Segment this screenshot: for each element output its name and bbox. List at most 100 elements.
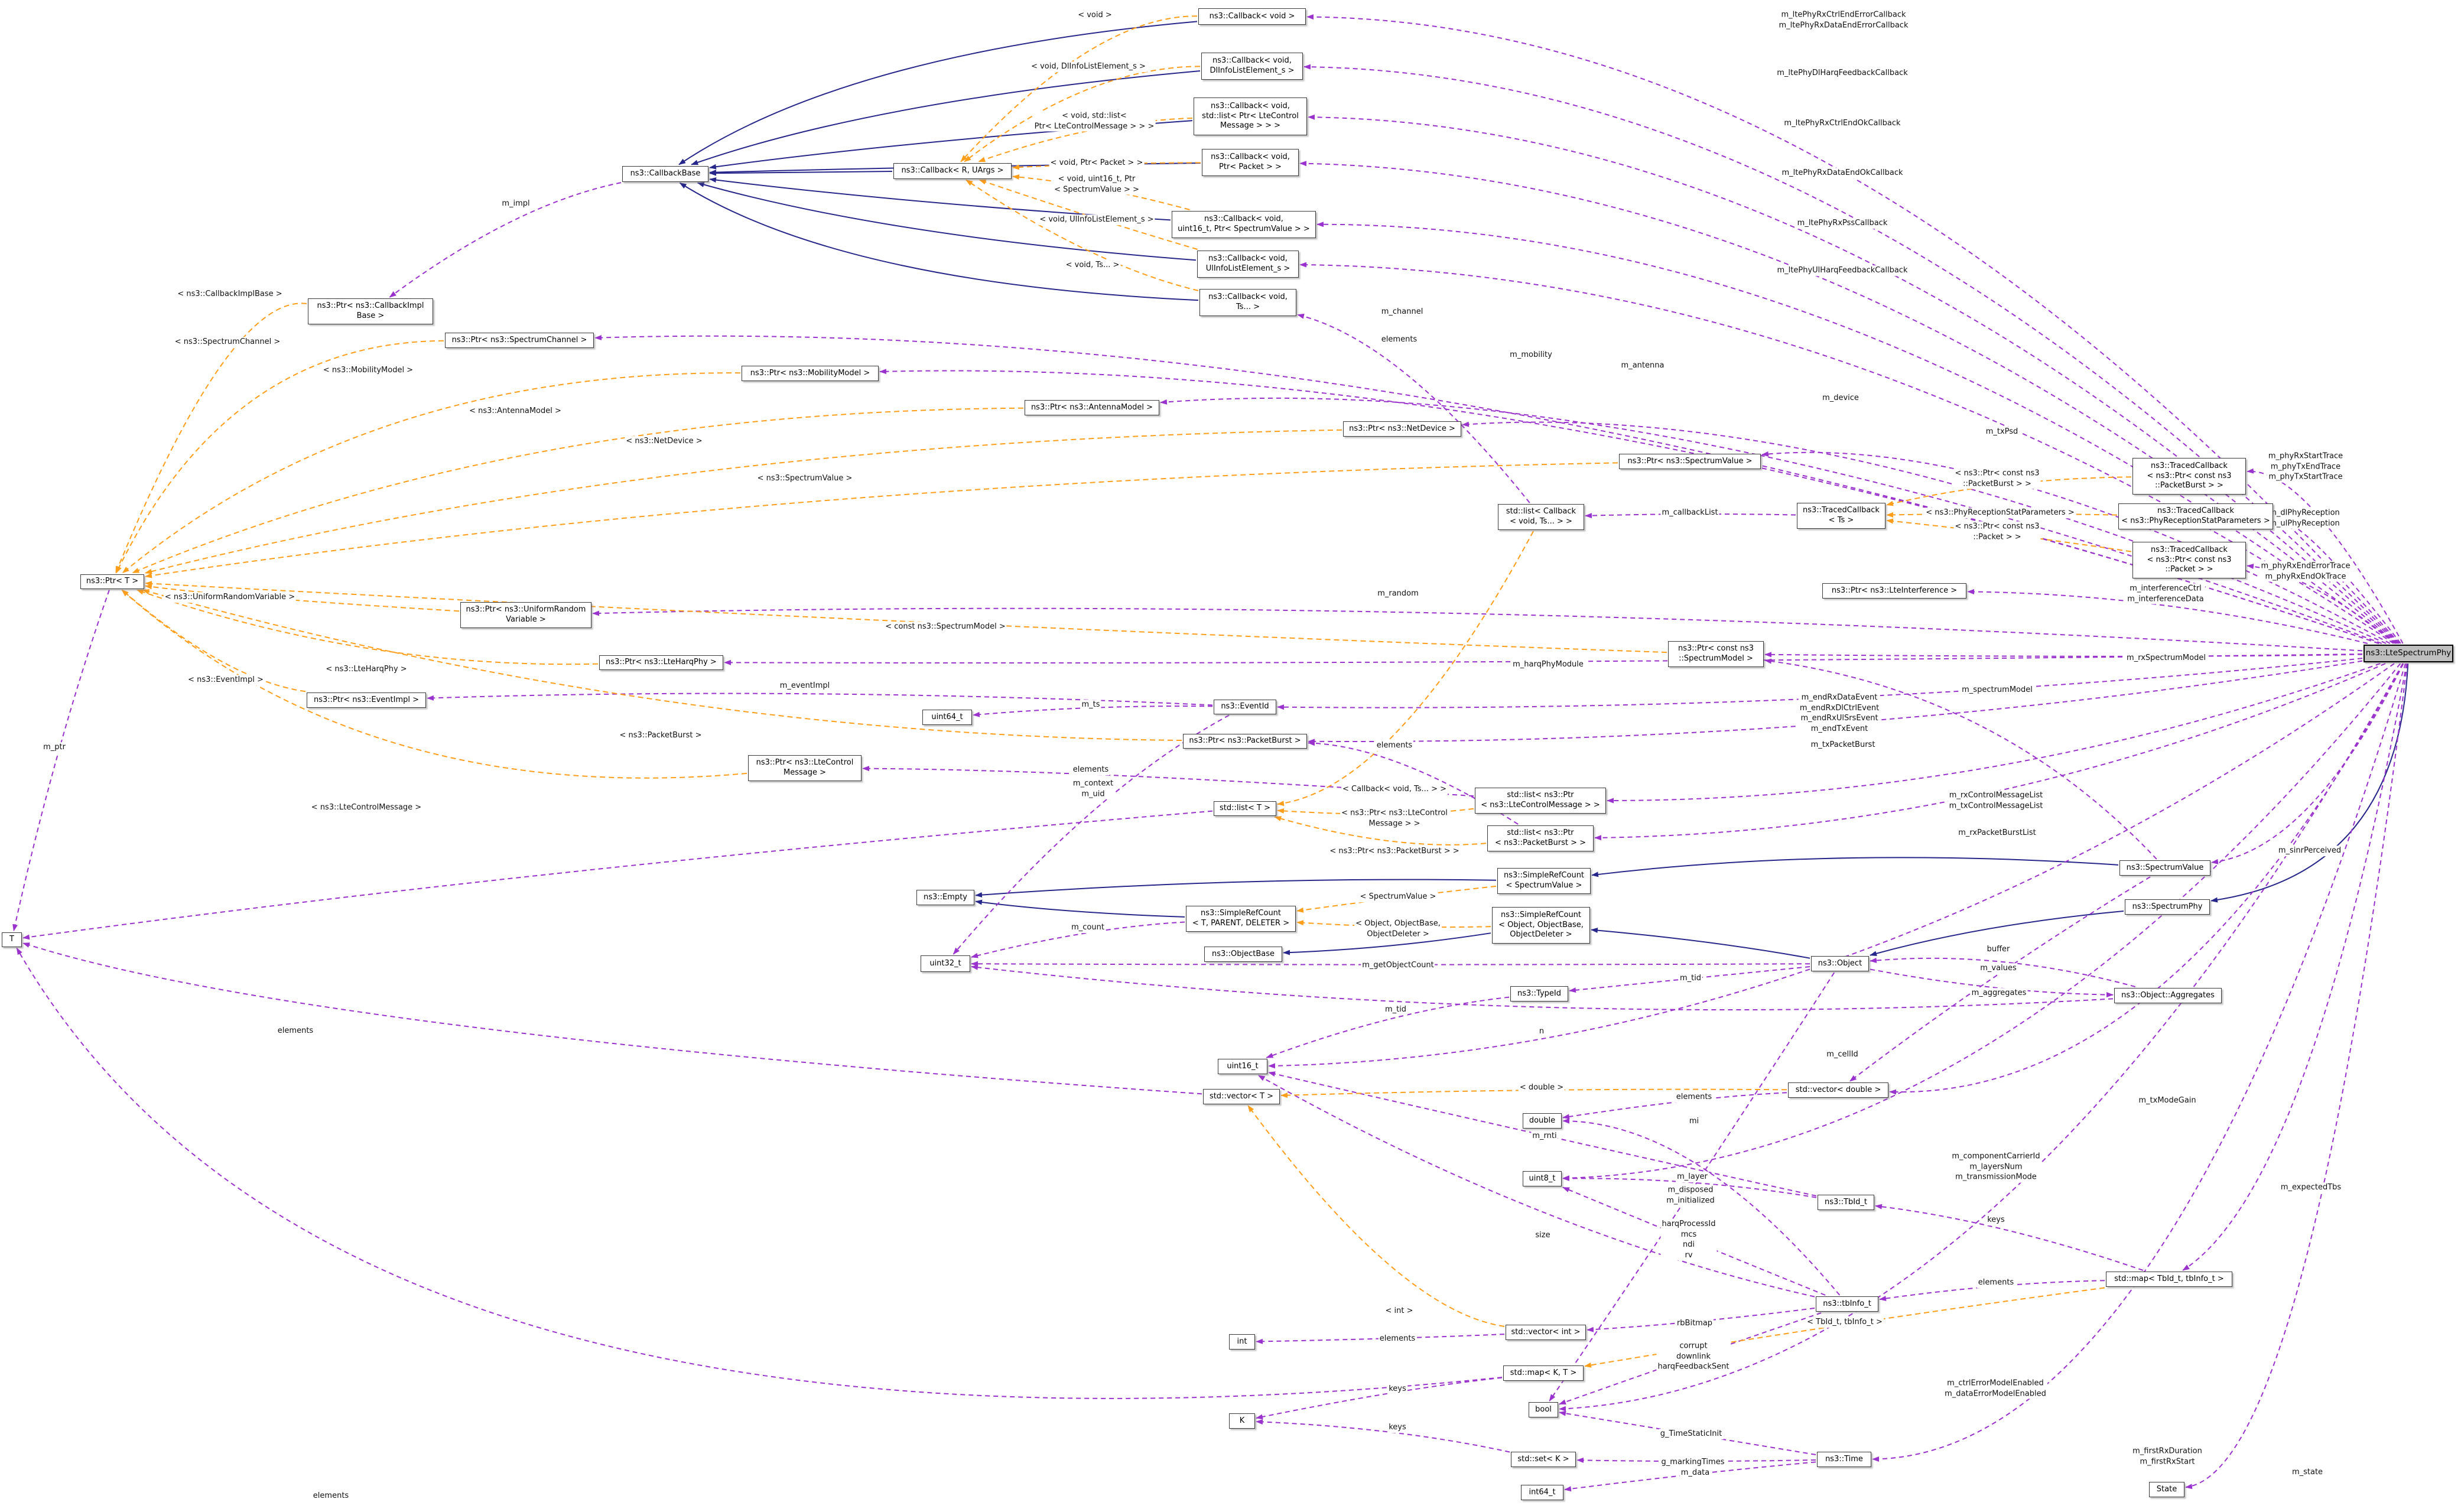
edge-mapKT-K xyxy=(1256,1377,1503,1420)
edge-main-ptr_specmodel xyxy=(1764,652,2363,658)
node-list_cb[interactable]: std::list< Callback < void, Ts... > > xyxy=(1498,504,1584,530)
edge-time-setK xyxy=(1576,1457,1816,1463)
node-bool[interactable]: bool xyxy=(1529,1402,1558,1417)
edge-cb_void-cb_base xyxy=(678,21,1198,165)
node-aggregates[interactable]: ns3::Object::Aggregates xyxy=(2114,988,2222,1003)
node-int64[interactable]: int64_t xyxy=(1521,1485,1563,1500)
node-vec_int[interactable]: std::vector< int > xyxy=(1506,1325,1586,1340)
node-double[interactable]: double xyxy=(1523,1113,1562,1129)
node-eventid[interactable]: ns3::EventId xyxy=(1214,699,1276,714)
node-main[interactable]: ns3::LteSpectrumPhy xyxy=(2364,645,2453,662)
node-ptr_mobility[interactable]: ns3::Ptr< ns3::MobilityModel > xyxy=(742,366,879,381)
node-uint8[interactable]: uint8_t xyxy=(1523,1171,1562,1186)
edge-sv-ptr_specmodel xyxy=(1764,658,2157,860)
node-tc_packet[interactable]: ns3::TracedCallback < ns3::Ptr< const ns… xyxy=(2132,542,2246,578)
edge-cb_ruargs-cb_base xyxy=(709,170,893,176)
edge-vec_int-int xyxy=(1256,1334,1505,1344)
node-ptr_antenna[interactable]: ns3::Ptr< ns3::AntennaModel > xyxy=(1025,400,1159,415)
edge-cb_void-cb_ruargs xyxy=(960,15,1198,162)
edge-typeid-uint16 xyxy=(1266,996,1510,1058)
node-objectbase[interactable]: ns3::ObjectBase xyxy=(1204,947,1282,962)
edge-ptr_txpsd-ptr_t xyxy=(145,462,1618,578)
edge-sv-vec_double xyxy=(1849,876,2151,1082)
node-t_box[interactable]: T xyxy=(2,932,22,947)
node-cb_ctrllist[interactable]: ns3::Callback< void, std::list< Ptr< Lte… xyxy=(1194,97,1307,135)
node-list_ctrl[interactable]: std::list< ns3::Ptr < ns3::LteControlMes… xyxy=(1475,788,1606,814)
edge-tbinfo-uint8 xyxy=(1562,1186,1826,1296)
node-setK[interactable]: std::set< K > xyxy=(1511,1452,1576,1467)
node-ptr_harq[interactable]: ns3::Ptr< ns3::LteHarqPhy > xyxy=(599,655,723,670)
edge-list_cb-listT xyxy=(1277,531,1534,807)
edge-main-tc_pburst xyxy=(2247,468,2404,644)
edge-main-eventid xyxy=(1277,658,2363,710)
node-cb_dlinfo[interactable]: ns3::Callback< void, DlInfoListElement_s… xyxy=(1201,53,1303,80)
node-cb_ts[interactable]: ns3::Callback< void, Ts... > xyxy=(1199,289,1296,316)
node-vec_double[interactable]: std::vector< double > xyxy=(1788,1082,1888,1098)
edge-sv-src_sv xyxy=(1591,857,2119,877)
node-cb_void[interactable]: ns3::Callback< void > xyxy=(1198,8,1306,25)
edge-tc_pburst-tc_ts xyxy=(1886,476,2132,506)
edge-main-time xyxy=(1872,663,2406,1462)
node-state[interactable]: State xyxy=(2149,1482,2184,1497)
node-cb_packet[interactable]: ns3::Callback< void, Ptr< Packet > > xyxy=(1202,149,1299,176)
edge-main-sv xyxy=(2211,663,2404,864)
edge-main-list_pburst xyxy=(1594,663,2386,841)
node-sphy[interactable]: ns3::SpectrumPhy xyxy=(2125,899,2210,915)
edge-main-sphy xyxy=(2210,663,2409,903)
node-ptr_pburst[interactable]: ns3::Ptr< ns3::PacketBurst > xyxy=(1183,733,1307,749)
edge-eventid-ptr_eventimpl xyxy=(427,692,1213,706)
edge-cb_ts-cb_ruargs xyxy=(965,179,1199,291)
node-cb_ruargs[interactable]: ns3::Callback< R, UArgs > xyxy=(893,162,1012,179)
edge-src_tpd-empty xyxy=(975,899,1185,918)
edge-main-ptr_urv xyxy=(592,607,2363,652)
node-ptr_cbimpl[interactable]: ns3::Ptr< ns3::CallbackImpl Base > xyxy=(308,298,433,324)
node-ptr_urv[interactable]: ns3::Ptr< ns3::UniformRandom Variable > xyxy=(460,602,591,628)
node-ptr_specmodel[interactable]: ns3::Ptr< const ns3 ::SpectrumModel > xyxy=(1668,641,1764,667)
edge-src_obj-src_tpd xyxy=(1296,920,1491,928)
edge-cb_uint16sv-cb_base xyxy=(709,177,1171,221)
node-ptr_channel[interactable]: ns3::Ptr< ns3::SpectrumChannel > xyxy=(445,333,594,348)
edge-ptr_eventimpl-ptr_t xyxy=(121,589,306,692)
node-sv[interactable]: ns3::SpectrumValue xyxy=(2119,860,2210,876)
node-listT[interactable]: std::list< T > xyxy=(1214,801,1276,816)
node-uint64[interactable]: uint64_t xyxy=(922,710,972,725)
node-ptr_lteinterf[interactable]: ns3::Ptr< ns3::LteInterference > xyxy=(1822,583,1966,599)
node-object[interactable]: ns3::Object xyxy=(1811,956,1869,971)
edge-tbinfo-double xyxy=(1562,1118,1841,1296)
node-map_tbid[interactable]: std::map< TbId_t, tbInfo_t > xyxy=(2106,1272,2232,1287)
node-mapKT[interactable]: std::map< K, T > xyxy=(1503,1365,1584,1381)
node-typeid[interactable]: ns3::TypeId xyxy=(1510,986,1568,1002)
node-cb_ulinfo[interactable]: ns3::Callback< void, UlInfoListElement_s… xyxy=(1197,251,1299,278)
node-cb_uint16sv[interactable]: ns3::Callback< void, uint16_t, Ptr< Spec… xyxy=(1172,211,1316,238)
node-src_sv[interactable]: ns3::SimpleRefCount < SpectrumValue > xyxy=(1497,868,1591,894)
node-K[interactable]: K xyxy=(1229,1413,1255,1429)
node-time[interactable]: ns3::Time xyxy=(1817,1452,1871,1467)
node-ptr_device[interactable]: ns3::Ptr< ns3::NetDevice > xyxy=(1343,421,1461,437)
node-tbinfo[interactable]: ns3::tbInfo_t xyxy=(1816,1296,1878,1312)
node-vecT[interactable]: std::vector< T > xyxy=(1203,1089,1280,1104)
edge-main-ptr_lteinterf xyxy=(1967,588,2368,644)
node-int[interactable]: int xyxy=(1229,1334,1255,1350)
node-ptr_t[interactable]: ns3::Ptr< T > xyxy=(80,574,144,589)
node-tc_pburst[interactable]: ns3::TracedCallback < ns3::Ptr< const ns… xyxy=(2132,458,2246,495)
node-uint32[interactable]: uint32_t xyxy=(921,955,970,972)
node-empty[interactable]: ns3::Empty xyxy=(916,890,974,905)
node-ptr_txpsd[interactable]: ns3::Ptr< ns3::SpectrumValue > xyxy=(1619,454,1761,469)
node-ptr_eventimpl[interactable]: ns3::Ptr< ns3::EventImpl > xyxy=(307,692,426,708)
edge-cb_dlinfo-cb_base xyxy=(691,70,1201,165)
edge-vec_int-vecT xyxy=(1247,1105,1505,1327)
node-tbid[interactable]: ns3::TbId_t xyxy=(1818,1195,1874,1210)
node-tc_ts[interactable]: ns3::TracedCallback < Ts > xyxy=(1797,503,1885,529)
edge-main-uint16 xyxy=(1268,663,2395,1069)
edge-setK-K xyxy=(1256,1419,1510,1453)
node-cb_base[interactable]: ns3::CallbackBase xyxy=(622,165,708,182)
edge-src_sv-src_tpd xyxy=(1296,885,1497,913)
node-src_obj[interactable]: ns3::SimpleRefCount < Object, ObjectBase… xyxy=(1492,907,1590,944)
node-list_pburst[interactable]: std::list< ns3::Ptr < ns3::PacketBurst >… xyxy=(1487,825,1594,851)
node-tc_phyrx[interactable]: ns3::TracedCallback < ns3::PhyReceptionS… xyxy=(2118,503,2273,529)
edge-list_ctrl-listT xyxy=(1277,808,1474,815)
edge-object-typeid xyxy=(1569,966,1810,993)
node-uint16[interactable]: uint16_t xyxy=(1218,1059,1267,1074)
node-ptr_ltectrl[interactable]: ns3::Ptr< ns3::LteControl Message > xyxy=(748,755,861,781)
node-src_tpd[interactable]: ns3::SimpleRefCount < T, PARENT, DELETER… xyxy=(1186,906,1296,932)
